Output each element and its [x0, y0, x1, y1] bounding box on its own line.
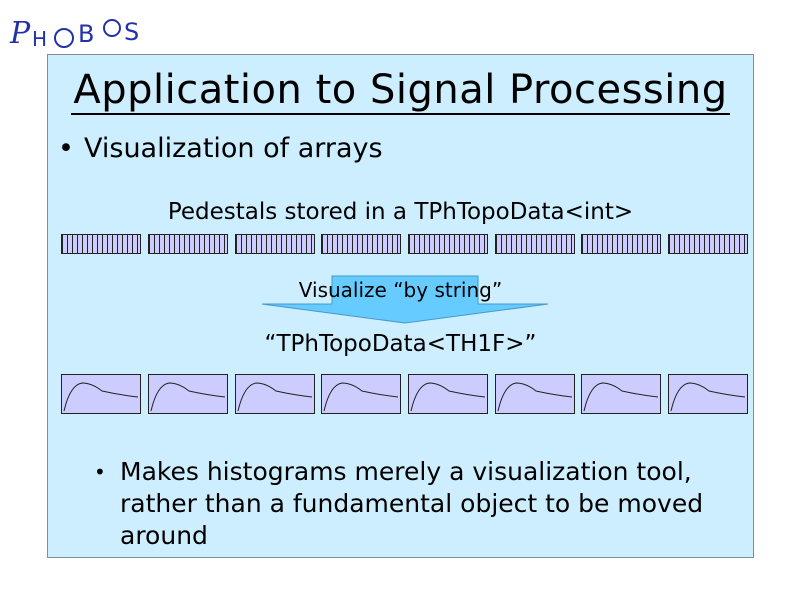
visualize-label: Visualize “by string” — [298, 278, 503, 302]
logo-circle-o2 — [103, 19, 121, 37]
pedestal-array-strip — [495, 234, 575, 254]
histogram-thumbnail — [235, 374, 315, 414]
bullet-histograms-text: Makes histograms merely a visualization … — [120, 457, 704, 550]
histogram-thumbnail — [148, 374, 228, 414]
pedestal-array-strip — [668, 234, 748, 254]
histogram-thumbnail — [408, 374, 488, 414]
phobos-logo-graphic: P H B S — [9, 16, 139, 51]
bullet-visualization: • Visualization of arrays — [58, 133, 383, 164]
slide-title-text: Application to Signal Processing — [71, 67, 730, 115]
logo-letter-s: S — [124, 18, 139, 46]
down-arrow-icon — [261, 275, 549, 324]
histogram-thumbnail — [495, 374, 575, 414]
pedestal-array-strip — [581, 234, 661, 254]
pedestal-array-strip — [408, 234, 488, 254]
pedestal-array-strip — [235, 234, 315, 254]
slide-panel: Application to Signal Processing • Visual… — [47, 54, 754, 558]
logo-letter-h: H — [32, 27, 47, 51]
pedestals-label: Pedestals stored in a TPhTopoData<int> — [167, 199, 634, 225]
bullet-dot: • — [58, 133, 74, 164]
phobos-logo: P H B S — [8, 8, 158, 52]
bullet-histograms: • Makes histograms merely a visualizatio… — [94, 456, 714, 552]
logo-circle-o — [54, 28, 74, 48]
pedestal-array-strip — [61, 234, 141, 254]
logo-letter-b: B — [78, 20, 94, 48]
histogram-thumbnail — [61, 374, 141, 414]
pedestal-array-strip — [321, 234, 401, 254]
histogram-thumbnail — [668, 374, 748, 414]
slide-title: Application to Signal Processing — [48, 67, 753, 115]
th1f-label: “TPhTopoData<TH1F>” — [264, 331, 537, 357]
logo-letter-p: P — [9, 16, 31, 51]
histogram-thumbnail — [581, 374, 661, 414]
pedestal-array-strip — [148, 234, 228, 254]
bullet-visualization-text: Visualization of arrays — [84, 133, 383, 164]
bullet-dot: • — [94, 460, 106, 484]
histogram-thumbnail — [321, 374, 401, 414]
